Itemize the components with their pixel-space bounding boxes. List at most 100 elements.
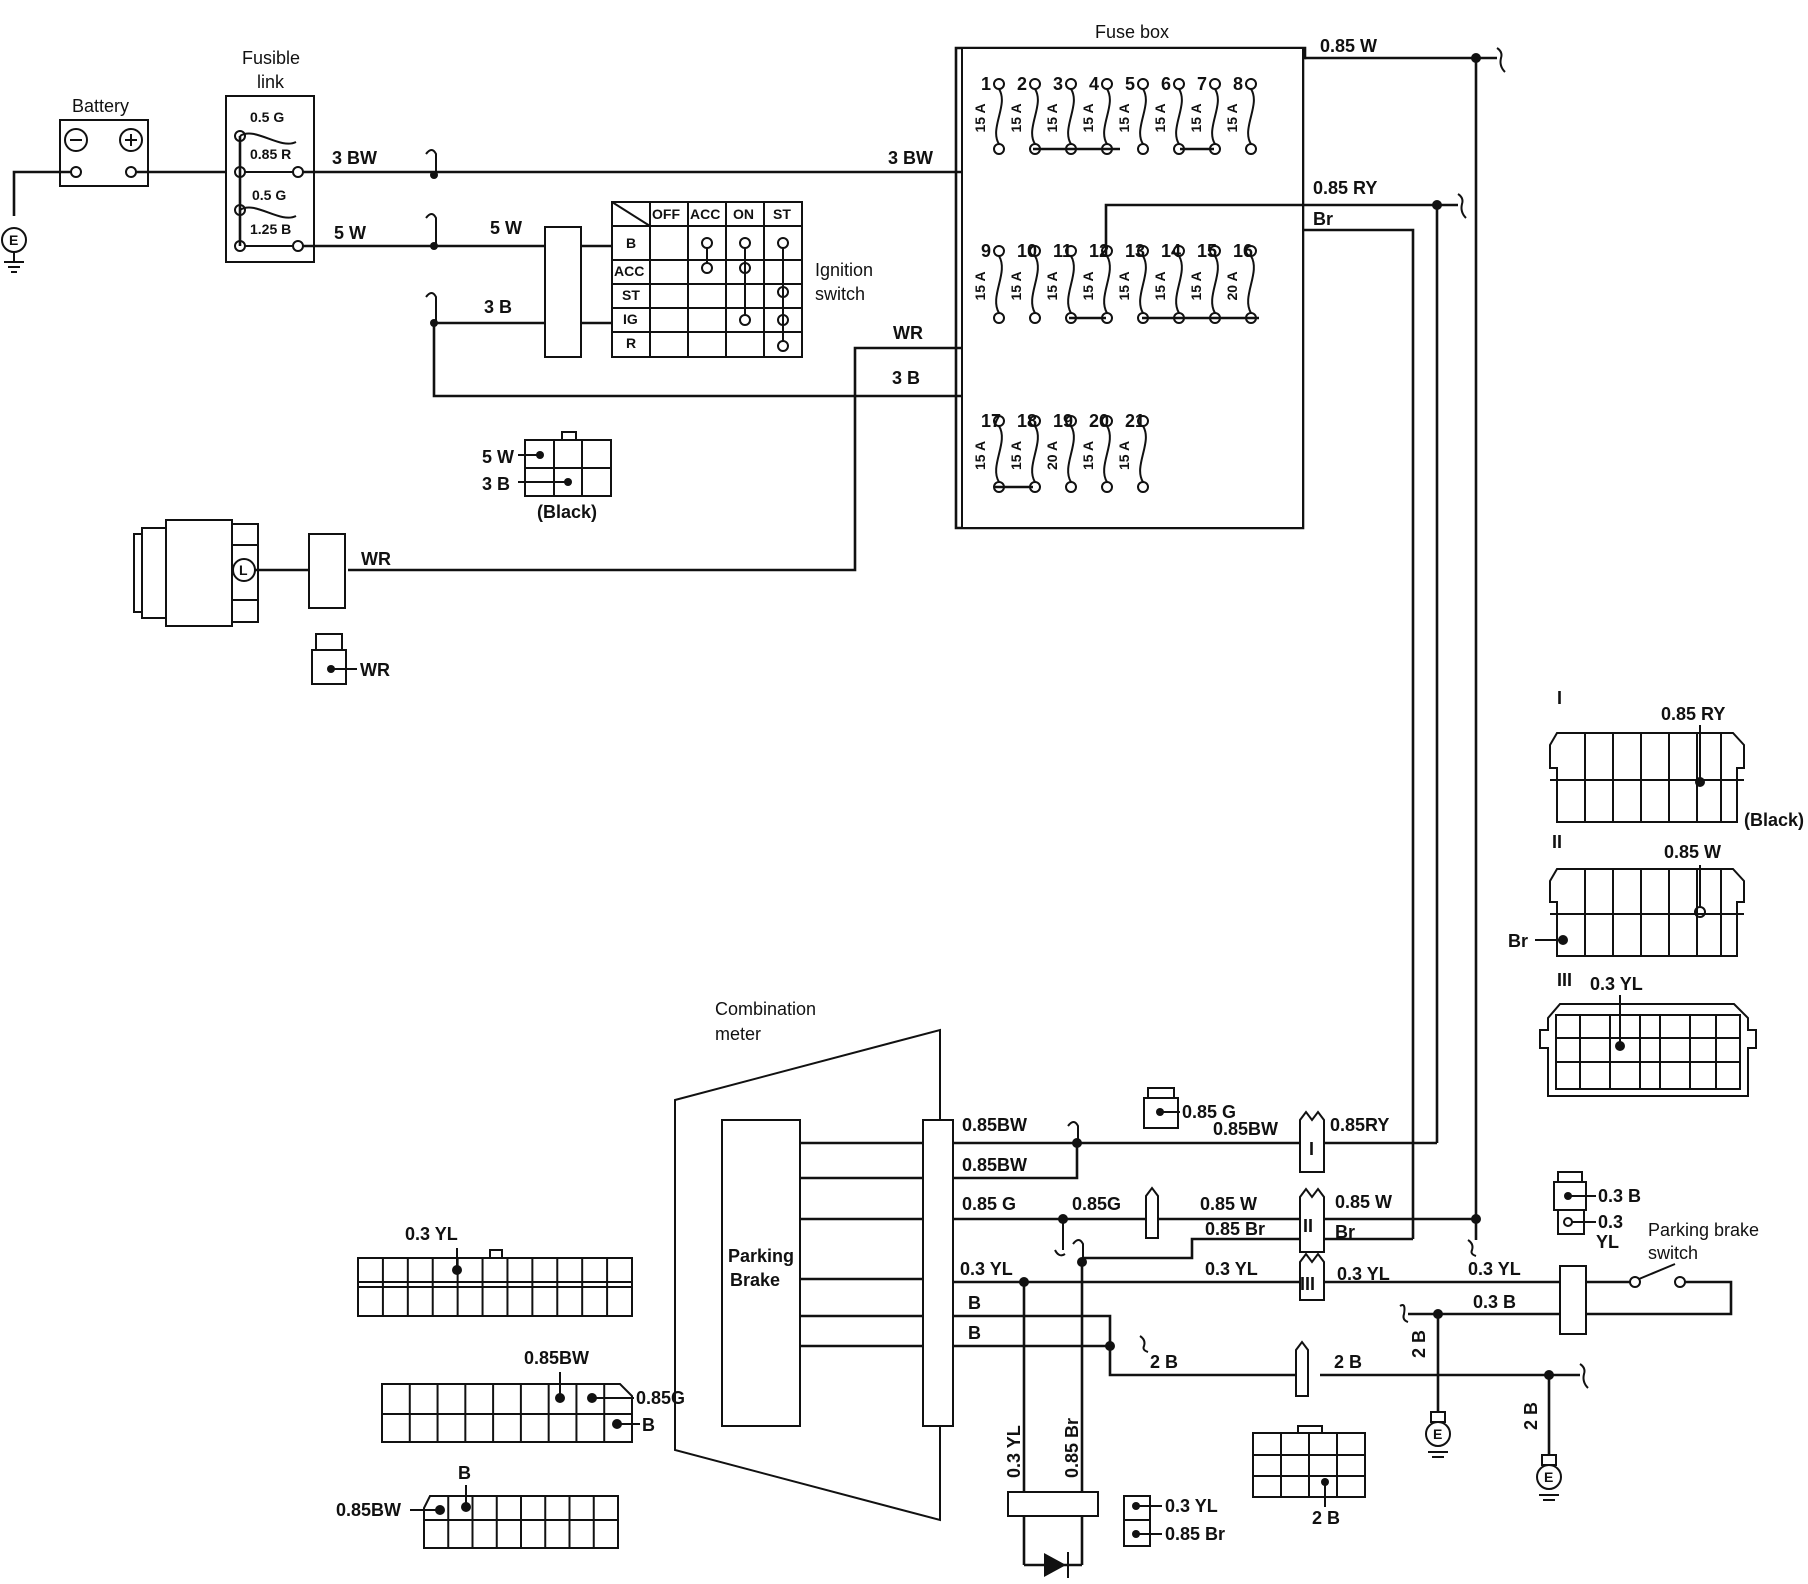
svg-text:3 BW: 3 BW: [888, 148, 933, 168]
svg-text:0.85 W: 0.85 W: [1664, 842, 1721, 862]
wire-br: Br: [1303, 209, 1415, 1239]
svg-text:0.3: 0.3: [1598, 1212, 1623, 1232]
fuse-number: 19: [1053, 411, 1073, 431]
fuse-7: 7 15 A: [1188, 74, 1221, 155]
fuse-element: [1067, 88, 1075, 145]
svg-text:B: B: [642, 1415, 655, 1435]
fuse-rating: 15 A: [972, 441, 988, 470]
connector-2b: 2 B: [1252, 1425, 1366, 1528]
svg-text:2 B: 2 B: [1312, 1508, 1340, 1528]
alternator-connector: WR: [311, 633, 390, 685]
wire-wr: WR WR: [348, 322, 992, 572]
fuse-rating: 15 A: [1044, 271, 1060, 300]
fuse-number: 18: [1017, 411, 1037, 431]
fusible-link: Fusible link 0.5 G 0.85 R 0.5 G 1.25 B: [225, 48, 315, 263]
fuse-number: 7: [1197, 74, 1207, 94]
parking-brake-connector: 0.3 B 0.3 YL: [1553, 1171, 1641, 1252]
fuse-element: [1067, 255, 1075, 314]
wire-03yl-meter: 0.3 YL 0.3 YL 0.3 YL 0.3 YL: [953, 1257, 1560, 1492]
fuse-terminal: [1245, 245, 1257, 257]
connector-085bw-left: 0.85BW 0.85G B: [381, 1348, 685, 1443]
fuse-9: 915 A: [972, 241, 1005, 324]
connector-block-ii: II: [1299, 1187, 1325, 1253]
svg-text:E: E: [1544, 1469, 1553, 1485]
svg-text:5 W: 5 W: [490, 218, 522, 238]
fuse-number: 11: [1053, 241, 1072, 261]
alternator: L: [133, 519, 346, 627]
svg-text:0.85BW: 0.85BW: [336, 1500, 401, 1520]
svg-text:ON: ON: [733, 206, 754, 222]
battery-ground: E: [1, 227, 27, 273]
fuse-element: [1031, 255, 1039, 314]
fuse-element: [1247, 88, 1255, 145]
fuse-bus-bars: [994, 147, 1259, 489]
svg-text:0.3 YL: 0.3 YL: [1468, 1259, 1521, 1279]
fuse-rating: 15 A: [1116, 271, 1132, 300]
svg-text:WR: WR: [893, 323, 923, 343]
fuse-terminal: [1209, 245, 1221, 257]
fuse-element: [995, 255, 1003, 314]
fuse-number: 15: [1197, 241, 1217, 261]
svg-text:0.85BW: 0.85BW: [524, 1348, 589, 1368]
fuse-rating: 15 A: [1188, 103, 1204, 132]
wire-085w-top: 0.85 W: [1305, 36, 1506, 1240]
ground-2b-left: 0.3 B 2 B E: [1399, 1292, 1560, 1458]
wire-5w: 5 W 5 W: [303, 213, 545, 250]
svg-text:II: II: [1552, 832, 1562, 852]
fuse-terminal: [993, 245, 1005, 257]
fuse-element: [1139, 88, 1147, 145]
fuse-rating: 15 A: [972, 103, 988, 132]
svg-text:0.85 W: 0.85 W: [1335, 1192, 1392, 1212]
svg-text:0.85 G: 0.85 G: [962, 1194, 1016, 1214]
fuse-number: 6: [1161, 74, 1171, 94]
svg-text:ACC: ACC: [690, 206, 720, 222]
fuse-rating: 15 A: [1080, 103, 1096, 132]
fuse-element: [1031, 88, 1039, 145]
fuse-element: [1139, 255, 1147, 314]
connector-ii: II 0.85 W Br: [1508, 832, 1745, 957]
fuse-number: 17: [981, 411, 1001, 431]
fuse-number: 16: [1233, 241, 1253, 261]
svg-text:0.3 YL: 0.3 YL: [1004, 1425, 1024, 1478]
fuse-number: 14: [1161, 241, 1181, 261]
ground-2b-right: 2 B E: [1521, 1375, 1562, 1501]
svg-text:0.3 YL: 0.3 YL: [1337, 1264, 1390, 1284]
svg-text:YL: YL: [1596, 1232, 1619, 1252]
svg-text:switch: switch: [1648, 1243, 1698, 1263]
fuse-number: 2: [1017, 74, 1027, 94]
ignition-switch: OFF ACC ON ST B ACC ST IG R Ignition swi…: [544, 201, 873, 358]
fuse-number: 5: [1125, 74, 1135, 94]
svg-text:B: B: [626, 235, 636, 251]
fuse-rating: 15 A: [1116, 441, 1132, 470]
svg-text:0.3 YL: 0.3 YL: [405, 1224, 458, 1244]
fuse-number: 10: [1017, 241, 1037, 261]
fuse-element: [1103, 88, 1111, 145]
fuse-rating: 15 A: [1044, 103, 1060, 132]
svg-text:0.85BW: 0.85BW: [1213, 1119, 1278, 1139]
svg-text:0.85 Br: 0.85 Br: [1062, 1418, 1082, 1478]
svg-text:WR: WR: [361, 549, 391, 569]
svg-text:3 B: 3 B: [484, 297, 512, 317]
fuse-6: 6 15 A: [1152, 74, 1185, 155]
svg-text:0.85G: 0.85G: [636, 1388, 685, 1408]
fuse-terminal: [1065, 245, 1077, 257]
fuse-rating: 15 A: [1008, 441, 1024, 470]
svg-text:link: link: [257, 72, 285, 92]
fuse-rating: 15 A: [1152, 103, 1168, 132]
battery-label: Battery: [72, 96, 129, 116]
svg-text:L: L: [239, 562, 248, 578]
svg-text:Parking: Parking: [728, 1246, 794, 1266]
fuse-terminal: [1029, 245, 1041, 257]
svg-text:0.85 G: 0.85 G: [1182, 1102, 1236, 1122]
connector-block-i: I: [1299, 1110, 1325, 1173]
wire-085bw-meter: 0.85BW 0.85BW 0.85BW 0.85RY: [953, 1115, 1437, 1180]
svg-text:Parking brake: Parking brake: [1648, 1220, 1759, 1240]
fuse-element: [1103, 255, 1111, 314]
